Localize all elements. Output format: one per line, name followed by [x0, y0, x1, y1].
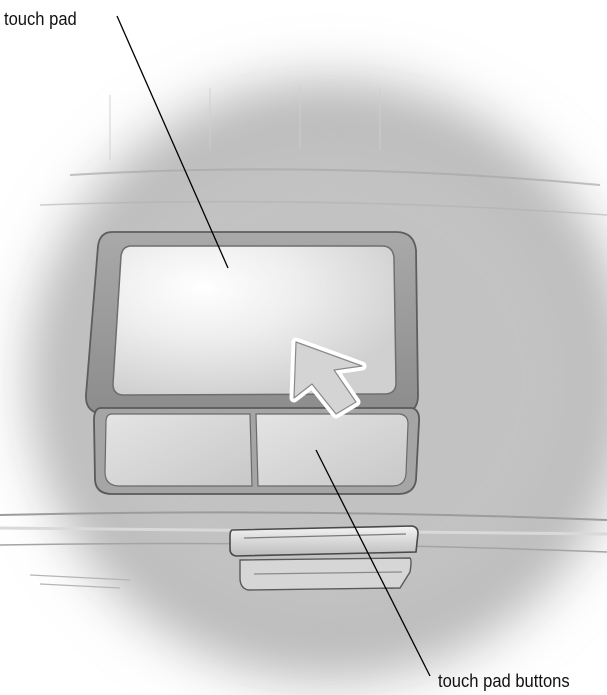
- touch-pad-surface: [113, 246, 396, 395]
- touch-pad-buttons-callout-label: touch pad buttons: [438, 672, 570, 690]
- touch-pad-callout-label: touch pad: [4, 10, 77, 28]
- left-touch-pad-button: [105, 414, 252, 486]
- touch-pad-assembly: [86, 232, 419, 494]
- right-touch-pad-button: [256, 414, 408, 486]
